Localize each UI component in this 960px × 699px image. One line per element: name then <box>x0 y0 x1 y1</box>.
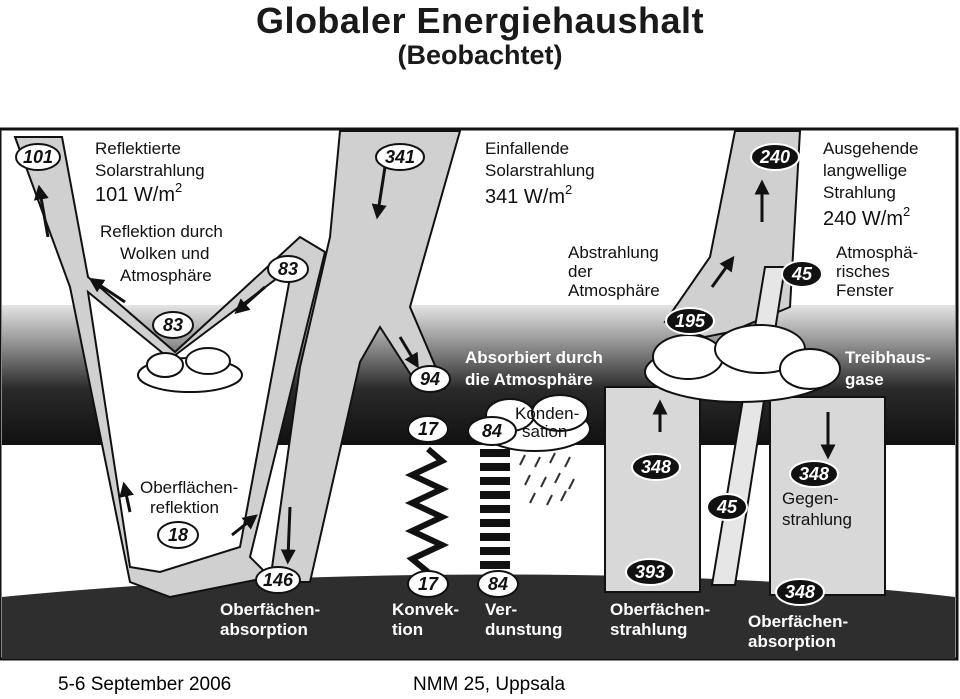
value-convection-bottom: 17 <box>418 574 439 594</box>
value-window: 45 <box>791 264 813 284</box>
label-atm-emission-2: der <box>568 262 593 281</box>
label-incoming-value: 341 W/m2 <box>485 182 572 208</box>
footer-event: NMM 25, Uppsala <box>413 674 566 695</box>
label-greenhouse-1: Treibhaus- <box>845 348 931 367</box>
value-convection-top: 17 <box>418 419 439 439</box>
incoming-solar-beam <box>268 130 462 583</box>
label-outgoing-2: langwellige <box>823 161 907 180</box>
label-cloud-reflection-2: Wolken und <box>120 244 209 263</box>
page-subtitle: (Beobachtet) <box>397 40 563 70</box>
label-atm-emission-3: Atmosphäre <box>568 281 660 300</box>
latent-heat-bars <box>480 449 510 569</box>
value-surface-emitted: 393 <box>635 562 665 582</box>
value-surface-rad-up: 348 <box>641 457 671 477</box>
cloud-left <box>137 347 243 393</box>
label-greenhouse-2: gase <box>845 370 884 389</box>
label-surface-radiation-2: strahlung <box>610 620 687 639</box>
value-badges-dark <box>625 143 839 606</box>
label-back-radiation-2: strahlung <box>782 510 852 529</box>
rain-icon <box>519 452 575 506</box>
label-surface-absorption-left-1: Oberfächen- <box>220 600 320 619</box>
back-radiation-column <box>769 396 886 596</box>
label-evaporation-2: dunstung <box>485 620 562 639</box>
label-evaporation-1: Ver- <box>485 600 517 619</box>
value-cloud-reflect-b: 83 <box>163 315 183 335</box>
value-surface-reflect: 18 <box>168 525 188 545</box>
label-surface-reflection-2: reflektion <box>150 498 219 517</box>
value-reflected: 101 <box>23 147 53 167</box>
footer-date: 5-6 September 2006 <box>58 674 232 695</box>
label-surface-absorption-left-2: absorption <box>220 620 308 639</box>
value-atm-emit: 195 <box>675 311 706 331</box>
label-back-radiation-1: Gegen- <box>782 489 839 508</box>
label-surface-radiation-1: Oberfächen- <box>610 600 710 619</box>
label-condensation-2: sation <box>522 422 567 441</box>
value-badges-white <box>15 143 519 598</box>
value-outgoing: 240 <box>759 147 790 167</box>
value-back-rad: 348 <box>799 464 829 484</box>
label-atm-window-1: Atmosphä- <box>836 243 918 262</box>
value-surface-absorbed: 146 <box>263 570 294 590</box>
label-absorbed-atm-2: die Atmosphäre <box>465 370 593 389</box>
label-convection-1: Konvek- <box>392 600 459 619</box>
label-convection-2: tion <box>392 620 423 639</box>
label-surface-absorption-right-1: Oberfächen- <box>748 612 848 631</box>
label-reflected-2: Solarstrahlung <box>95 161 205 180</box>
cloud-right <box>644 324 841 403</box>
value-surface-absorbed-back: 348 <box>785 582 815 602</box>
value-latent-bottom: 84 <box>488 574 508 594</box>
label-incoming-2: Solarstrahlung <box>485 161 595 180</box>
page-title: Globaler Energiehaushalt <box>255 0 705 41</box>
label-surface-reflection-1: Oberflächen- <box>140 478 238 497</box>
label-reflected-1: Reflektierte <box>95 139 181 158</box>
flow-arrows <box>33 166 836 565</box>
label-atm-window-3: Fenster <box>836 281 894 300</box>
label-outgoing-1: Ausgehende <box>823 139 918 158</box>
label-outgoing-value: 240 W/m2 <box>823 204 910 230</box>
label-condensation-1: Konden- <box>515 404 579 423</box>
label-absorbed-atm-1: Absorbiert durch <box>465 348 603 367</box>
value-window-bottom: 45 <box>716 497 738 517</box>
label-surface-absorption-right-2: absorption <box>748 632 836 651</box>
earth-surface <box>2 574 955 659</box>
convection-wave <box>404 446 450 575</box>
energy-budget-diagram: 101 341 83 83 94 17 84 18 146 17 84 240 … <box>0 127 959 661</box>
value-absorbed-atm: 94 <box>420 369 440 389</box>
label-atm-window-2: risches <box>836 262 890 281</box>
value-cloud-reflect-a: 83 <box>278 259 298 279</box>
label-outgoing-3: Strahlung <box>823 183 896 202</box>
label-atm-emission-1: Abstrahlung <box>568 243 659 262</box>
label-cloud-reflection-3: Atmosphäre <box>120 266 212 285</box>
label-reflected-value: 101 W/m2 <box>95 180 182 206</box>
label-incoming-1: Einfallende <box>485 139 569 158</box>
value-latent-top: 84 <box>482 421 502 441</box>
value-incoming: 341 <box>385 147 415 167</box>
label-cloud-reflection-1: Reflektion durch <box>100 222 223 241</box>
